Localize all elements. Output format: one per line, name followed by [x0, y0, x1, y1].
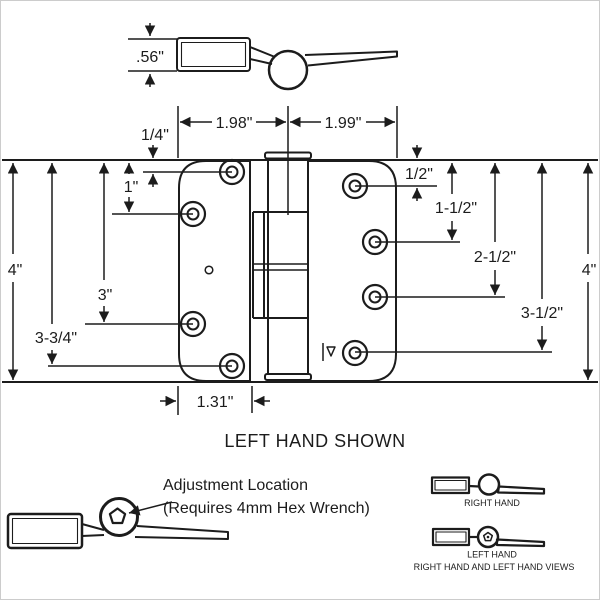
right-hand-label: RIGHT HAND [464, 498, 520, 508]
dim-131-label: 1.31" [197, 394, 234, 411]
dimensions: 1.98" 1.99" 1/4" 1" 3" 3-3/4" [8, 106, 597, 415]
dim-12-label: 1/2" [405, 166, 433, 183]
lh-hex-socket [482, 531, 494, 542]
lh-door-leaf [495, 538, 546, 548]
dim-212-label: 2-1/2" [474, 249, 516, 266]
barrel-sides [267, 158, 309, 378]
side-view-barrel [267, 49, 309, 91]
dim-199-label: 1.99" [325, 115, 362, 132]
adj-door-leaf [134, 525, 229, 540]
adjustment-illustration: Adjustment Location (Requires 4mm Hex Wr… [6, 477, 370, 550]
screw-hole-right-4 [341, 339, 369, 367]
adj-frame-leaf-inner [11, 517, 79, 545]
pilot-hole [204, 265, 214, 275]
adj-frame-leaf [6, 512, 84, 550]
left-leaf [178, 160, 251, 382]
adj-barrel [99, 497, 139, 537]
dim-right-hole4: 3-1/2" [521, 163, 563, 350]
dim-112-label: 1-1/2" [435, 200, 477, 217]
dim-198-label: 1.98" [216, 115, 253, 132]
dim-4-left-label: 4" [8, 262, 23, 279]
side-view-frame-leaf-inner [180, 41, 247, 68]
lh-frame-leaf-inner [435, 531, 467, 543]
dim-1-label: 1" [124, 179, 139, 196]
adjuster-divider [253, 263, 308, 271]
dim-left-hole2: 1" [124, 163, 139, 212]
thickness-extension-lines [128, 38, 177, 72]
dim-right-leaf-width: 1.99" [290, 115, 395, 132]
lh-frame-leaf [431, 527, 471, 547]
dim-312-label: 3-1/2" [521, 305, 563, 322]
lh-hex-dot [486, 535, 490, 539]
side-view-arm [249, 46, 276, 65]
hinge-side-view-top: .56" [128, 23, 398, 91]
side-view-frame-leaf [176, 37, 251, 72]
left-hand-view: LEFT HAND [431, 525, 546, 560]
side-view-door-leaf [304, 50, 398, 67]
rh-arm [468, 484, 480, 488]
right-leaf [307, 160, 397, 382]
dim-right-hole3: 2-1/2" [474, 163, 516, 295]
right-hole-leaders [355, 185, 552, 353]
hand-legend: RIGHT HAND LEFT HAND RIGHT HAND AND LEFT… [414, 473, 575, 572]
dim-right-hole1: 1/2" [405, 145, 433, 201]
dim-left-hole4: 3-3/4" [35, 163, 77, 364]
adj-arm [81, 523, 105, 537]
adj-leader-arrow [128, 501, 173, 516]
dim-14-label: 1/4" [141, 127, 169, 144]
rh-door-leaf [496, 485, 546, 495]
barrel-bottom-cap [264, 373, 312, 381]
rh-frame-leaf [430, 476, 471, 495]
dim-3-label: 3" [98, 287, 113, 304]
right-hand-view: RIGHT HAND [430, 473, 546, 508]
dim-left-hole1: 1/4" [141, 127, 169, 187]
dim-334-label: 3-3/4" [35, 330, 77, 347]
dim-right-hole2: 1-1/2" [435, 163, 477, 240]
orientation-mark [322, 343, 336, 361]
rh-barrel [477, 473, 501, 496]
dim-4-right-label: 4" [582, 262, 597, 279]
dim-left-leaf-width: 1.98" [180, 115, 286, 132]
plan-caption: LEFT HAND SHOWN [224, 431, 405, 451]
adjuster-block [252, 211, 308, 319]
dim-thickness: .56" [136, 49, 164, 66]
adjustment-note-line1: Adjustment Location [163, 477, 308, 494]
legend-caption: RIGHT HAND AND LEFT HAND VIEWS [414, 562, 575, 572]
left-hole-leaders [48, 171, 232, 367]
top-extension-lines [177, 106, 398, 215]
dim-leaf-plate-width: 1.31" [160, 386, 270, 415]
lh-barrel [476, 525, 500, 549]
rh-frame-leaf-inner [434, 479, 467, 491]
hex-socket [108, 507, 127, 525]
left-hand-label: LEFT HAND [467, 550, 517, 560]
hinge-plan-view [2, 151, 598, 383]
dim-left-hole3: 3" [98, 163, 113, 322]
dim-right-height: 4" [582, 163, 597, 380]
adjustment-note-line2: (Requires 4mm Hex Wrench) [163, 500, 370, 517]
dim-left-height: 4" [8, 163, 23, 380]
